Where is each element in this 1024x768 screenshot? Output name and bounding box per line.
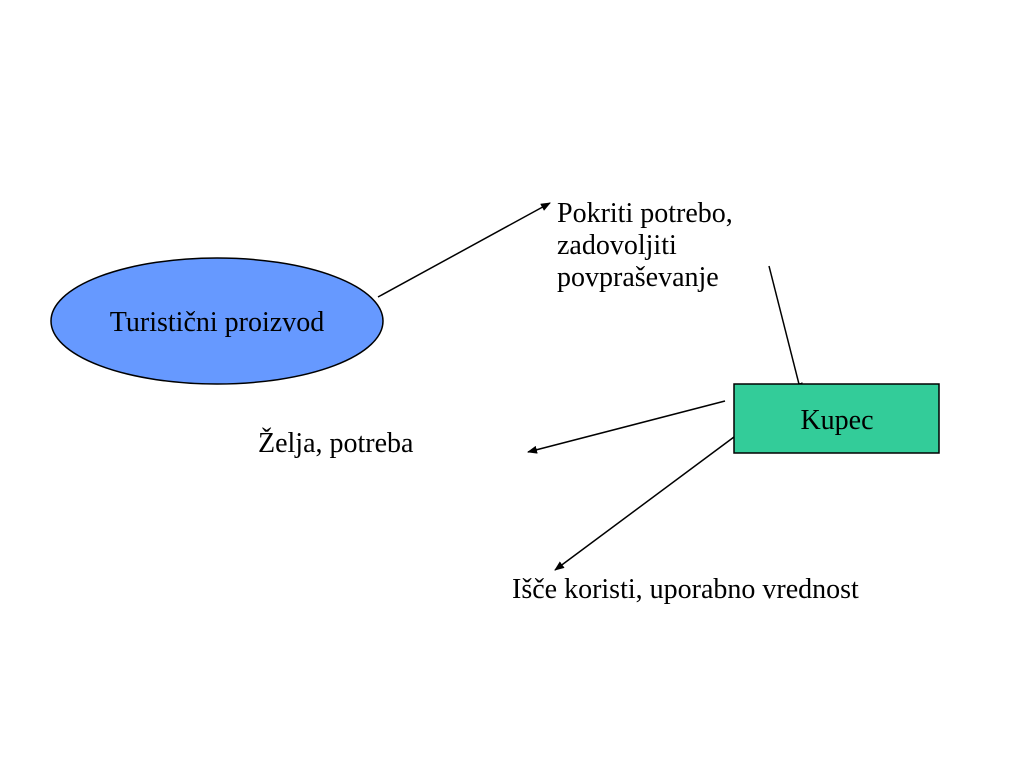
node-buyer-shape <box>733 383 940 454</box>
label-wish: Želja, potreba <box>258 428 414 459</box>
node-buyer-label: Kupec <box>800 405 873 436</box>
label-need-cover: Pokriti potrebo, zadovoljiti povpraševan… <box>557 198 733 295</box>
label-need-cover-line-3: povpraševanje <box>557 262 719 294</box>
node-buyer: Kupec <box>733 383 940 454</box>
node-product: Turistični proizvod <box>50 257 384 385</box>
label-need-cover-line-1: Pokriti potrebo, <box>557 198 733 229</box>
label-seeks: Išče koristi, uporabno vrednost <box>512 574 859 605</box>
node-product-label: Turistični proizvod <box>110 307 324 338</box>
node-product-shape <box>50 257 384 385</box>
label-need-cover-line-2: zadovoljiti <box>557 230 677 262</box>
arrow-product-to-need <box>377 202 551 298</box>
arrow-need-to-buyer <box>768 265 803 393</box>
arrow-buyer-to-wish <box>527 400 726 454</box>
arrow-buyer-to-seeks <box>554 436 735 571</box>
